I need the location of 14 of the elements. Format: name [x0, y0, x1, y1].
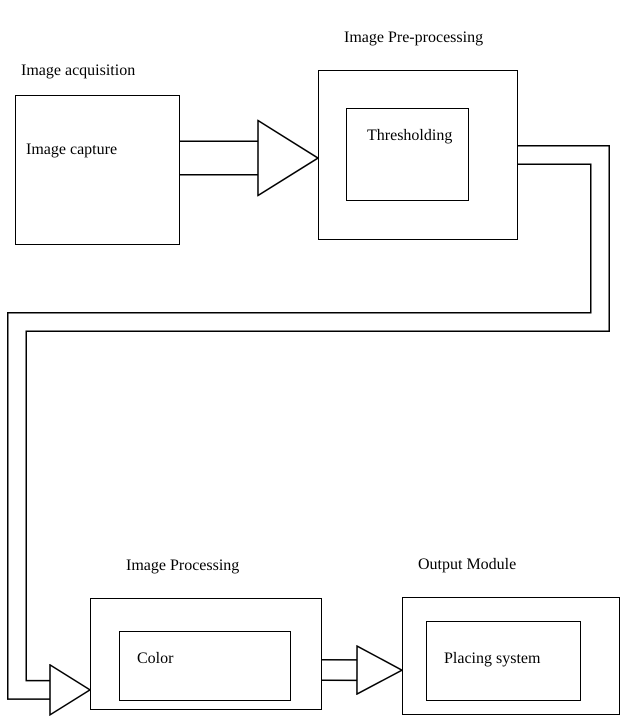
module-heading: Output Module	[418, 556, 516, 574]
module-heading: Image Processing	[126, 557, 240, 575]
process-box	[346, 108, 469, 201]
node-label: Color	[137, 650, 174, 668]
node-label: Image capture	[26, 141, 118, 159]
node-label: Placing system	[444, 650, 540, 668]
process-box	[119, 631, 291, 701]
module-heading: Image Pre-processing	[344, 29, 484, 47]
node-label: Thresholding	[367, 127, 452, 145]
block-arrow	[7, 145, 610, 716]
block-arrow	[322, 645, 403, 695]
process-box	[426, 621, 581, 701]
block-arrow	[180, 120, 319, 196]
module-heading: Image acquisition	[21, 62, 136, 80]
